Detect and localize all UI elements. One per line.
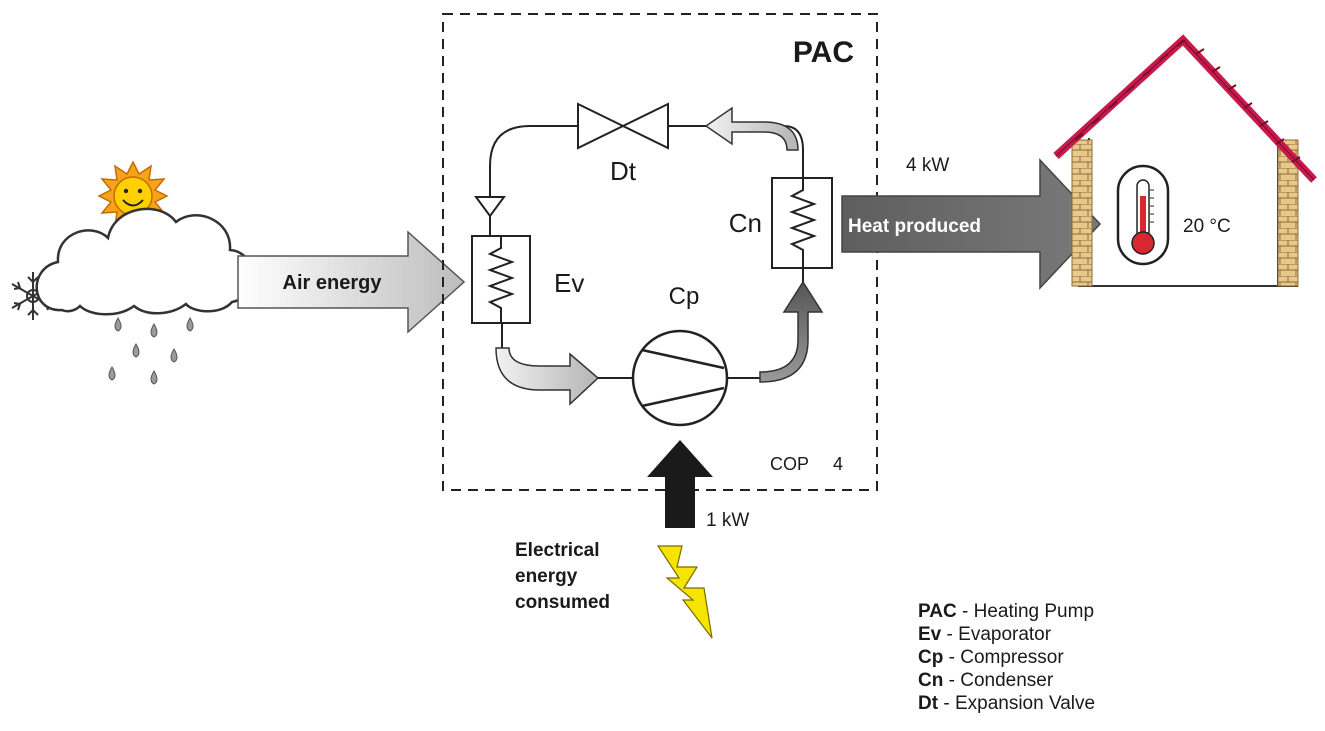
legend-item: PAC - Heating Pump	[918, 600, 1095, 623]
flow-arrow-cp-cn	[759, 280, 824, 383]
cloud-icon	[35, 207, 255, 316]
legend-abbr: Cn	[918, 670, 944, 691]
legend-item: Dt - Expansion Valve	[918, 692, 1095, 715]
evaporator-icon	[471, 216, 531, 324]
legend: PAC - Heating Pump Ev - Evaporator Cp - …	[918, 600, 1095, 715]
legend-text: Heating Pump	[973, 601, 1095, 622]
expansion-valve-label: Dt	[610, 156, 637, 186]
compressor-icon	[598, 329, 729, 427]
legend-text: Compressor	[960, 647, 1064, 668]
electric-label-line3: consumed	[515, 592, 610, 613]
legend-text: Expansion Valve	[954, 693, 1096, 714]
legend-abbr: PAC	[918, 601, 957, 622]
condenser-icon	[771, 177, 833, 269]
heat-power-label: 4 kW	[906, 155, 949, 176]
evaporator-label: Ev	[554, 268, 584, 298]
legend-item: Ev - Evaporator	[918, 623, 1095, 646]
cop-label: COP	[770, 454, 809, 474]
flow-arrow-cn-dt	[704, 106, 799, 151]
legend-abbr: Ev	[918, 624, 942, 645]
legend-sep: -	[943, 647, 961, 668]
expansion-valve-icon	[577, 102, 669, 150]
pac-title: PAC	[793, 36, 854, 69]
legend-sep: -	[941, 624, 959, 645]
legend-item: Cp - Compressor	[918, 646, 1095, 669]
legend-abbr: Cp	[918, 647, 944, 668]
heat-produced-arrow: Heat produced	[841, 158, 1102, 290]
legend-sep: -	[938, 693, 955, 714]
temperature-label: 20 °C	[1183, 216, 1231, 237]
flow-arrow-ev-cp	[495, 347, 600, 406]
cop-value: 4	[833, 454, 843, 474]
condenser-label: Cn	[729, 208, 762, 238]
electric-label-line1: Electrical	[515, 540, 600, 561]
legend-sep: -	[943, 670, 961, 691]
compressor-label: Cp	[669, 283, 700, 310]
raindrops-icon	[108, 317, 194, 385]
electric-power-label: 1 kW	[706, 510, 749, 531]
legend-sep: -	[956, 601, 974, 622]
refrigerant-circuit	[489, 125, 804, 379]
legend-item: Cn - Condenser	[918, 669, 1095, 692]
thermometer-icon	[1116, 164, 1170, 266]
legend-text: Condenser	[960, 670, 1054, 691]
air-energy-arrow: Air energy	[237, 230, 466, 334]
lightning-icon	[656, 545, 713, 639]
heat-produced-label: Heat produced	[848, 216, 981, 237]
legend-text: Evaporator	[958, 624, 1052, 645]
electric-label-line2: energy	[515, 566, 578, 587]
house-icon	[1053, 34, 1317, 287]
legend-abbr: Dt	[918, 693, 939, 714]
electric-energy-arrow	[647, 440, 713, 528]
air-energy-label: Air energy	[283, 272, 383, 294]
flow-arrowhead-icon	[474, 196, 506, 218]
